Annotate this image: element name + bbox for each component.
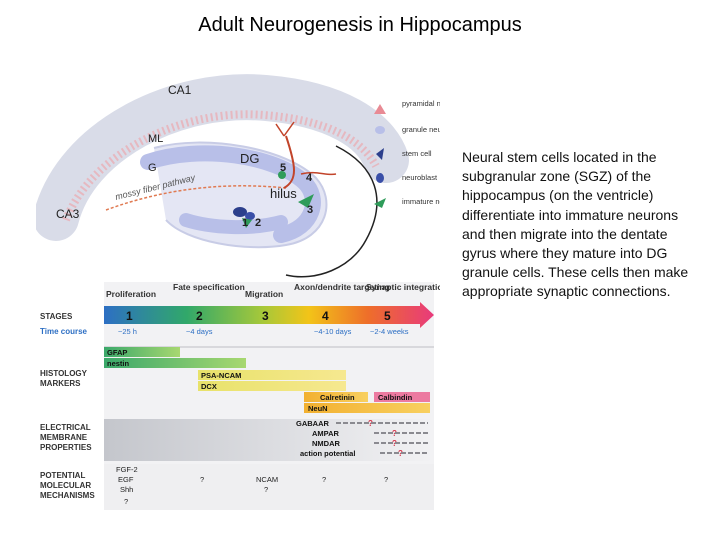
slide-title: Adult Neurogenesis in Hippocampus bbox=[198, 14, 522, 36]
property-action-potential: action potential bbox=[300, 449, 355, 458]
anatomy-stage-marker-3: 3 bbox=[307, 204, 313, 216]
time-course-label: Time course bbox=[40, 327, 88, 336]
stage-number-1: 1 bbox=[126, 309, 133, 323]
legend-label-granule-neuron: granule neuron bbox=[402, 125, 440, 134]
anatomy-stage-marker-1: 1 bbox=[242, 217, 248, 229]
factor-shh: Shh bbox=[120, 485, 133, 494]
legend-label-immature-neuron: immature neuron bbox=[402, 197, 440, 206]
property-nmdar: NMDAR bbox=[312, 439, 340, 448]
histology-label-line-2: MARKERS bbox=[40, 379, 81, 388]
legend-label-pyramidal-neuron: pyramidal neuron bbox=[402, 99, 440, 108]
molecular-label-line-3: MECHANISMS bbox=[40, 491, 95, 500]
molecular-label-line-1: POTENTIAL bbox=[40, 471, 85, 480]
neurogenesis-figure: CA1 CA3 ML G DG hilus mossy fiber pathwa… bbox=[36, 74, 440, 510]
time-course-stage-5: ~2-4 weeks bbox=[370, 327, 409, 336]
marker-calretinin: Calretinin bbox=[320, 393, 355, 402]
marker-calbindin: Calbindin bbox=[378, 393, 413, 402]
phase-proliferation: Proliferation bbox=[106, 289, 156, 299]
legend-label-neuroblast: neuroblast bbox=[402, 173, 438, 182]
property-gabaar-unknown: ? bbox=[368, 419, 373, 428]
phase-headers: Proliferation Fate specification Migrati… bbox=[106, 282, 440, 299]
pyramidal-neuron-icon bbox=[374, 104, 386, 114]
legend-label-stem-cell: stem cell bbox=[402, 149, 432, 158]
marker-nestin: nestin bbox=[107, 359, 130, 368]
stage-number-3: 3 bbox=[262, 309, 269, 323]
slide-description: Neural stem cells located in the subgran… bbox=[462, 149, 689, 300]
factor-ncam: NCAM bbox=[256, 475, 278, 484]
electrical-label-line-3: PROPERTIES bbox=[40, 443, 92, 452]
histology-label: HISTOLOGY MARKERS bbox=[40, 369, 89, 388]
electrical-label: ELECTRICAL MEMBRANE PROPERTIES bbox=[40, 423, 93, 452]
region-label-ca1: CA1 bbox=[168, 83, 192, 97]
time-course-stage-1: ~25 h bbox=[118, 327, 137, 336]
neuroblast-icon bbox=[376, 173, 384, 183]
immature-neuron-icon bbox=[374, 198, 386, 208]
anatomy-stage-marker-4: 4 bbox=[306, 172, 313, 184]
stem-cell-icon bbox=[376, 148, 384, 160]
electrical-label-line-1: ELECTRICAL bbox=[40, 423, 91, 432]
hippocampus-anatomy bbox=[36, 74, 409, 278]
factor-unknown-4: ? bbox=[322, 475, 326, 484]
region-label-g: G bbox=[148, 162, 157, 174]
anatomy-stage-marker-2: 2 bbox=[255, 217, 261, 229]
property-nmdar-unknown: ? bbox=[392, 439, 397, 448]
property-gabaar: GABAAR bbox=[296, 419, 329, 428]
factor-fgf-2: FGF-2 bbox=[116, 465, 138, 474]
property-action-potential-unknown: ? bbox=[398, 449, 403, 458]
region-label-dg: DG bbox=[240, 151, 260, 166]
marker-gfap: GFAP bbox=[107, 348, 127, 357]
region-label-ml: ML bbox=[148, 133, 163, 145]
phase-synaptic-integration: Synaptic integration bbox=[366, 282, 440, 292]
molecular-label-line-2: MOLECULAR bbox=[40, 481, 91, 490]
legend: pyramidal neuron granule neuron stem cel… bbox=[374, 99, 440, 208]
granule-neuron-icon bbox=[375, 126, 385, 134]
factor-unknown-3: ? bbox=[264, 485, 268, 494]
marker-neun: NeuN bbox=[308, 404, 328, 413]
factor-unknown-1: ? bbox=[124, 497, 128, 506]
stage-number-5: 5 bbox=[384, 309, 391, 323]
factor-unknown-5: ? bbox=[384, 475, 388, 484]
region-label-hilus: hilus bbox=[270, 186, 297, 201]
time-course-stage-2: ~4 days bbox=[186, 327, 213, 336]
factor-unknown-2: ? bbox=[200, 475, 204, 484]
histology-label-line-1: HISTOLOGY bbox=[40, 369, 88, 378]
stage-arrow bbox=[104, 302, 434, 328]
marker-psa-ncam: PSA-NCAM bbox=[201, 371, 241, 380]
region-label-ca3: CA3 bbox=[56, 207, 80, 221]
property-ampar: AMPAR bbox=[312, 429, 340, 438]
factor-egf: EGF bbox=[118, 475, 134, 484]
stage-number-2: 2 bbox=[196, 309, 203, 323]
stages-label: STAGES bbox=[40, 312, 73, 321]
time-course-stage-4: ~4-10 days bbox=[314, 327, 352, 336]
phase-migration: Migration bbox=[245, 289, 283, 299]
molecular-label: POTENTIAL MOLECULAR MECHANISMS bbox=[40, 471, 95, 500]
property-ampar-unknown: ? bbox=[392, 429, 397, 438]
stage-number-4: 4 bbox=[322, 309, 329, 323]
anatomy-stage-marker-5: 5 bbox=[280, 162, 286, 174]
phase-fate-specification: Fate specification bbox=[173, 282, 245, 292]
marker-dcx: DCX bbox=[201, 382, 217, 391]
electrical-label-line-2: MEMBRANE bbox=[40, 433, 88, 442]
phase-axon-dendrite-targeting: Axon/dendrite targeting bbox=[294, 282, 390, 292]
